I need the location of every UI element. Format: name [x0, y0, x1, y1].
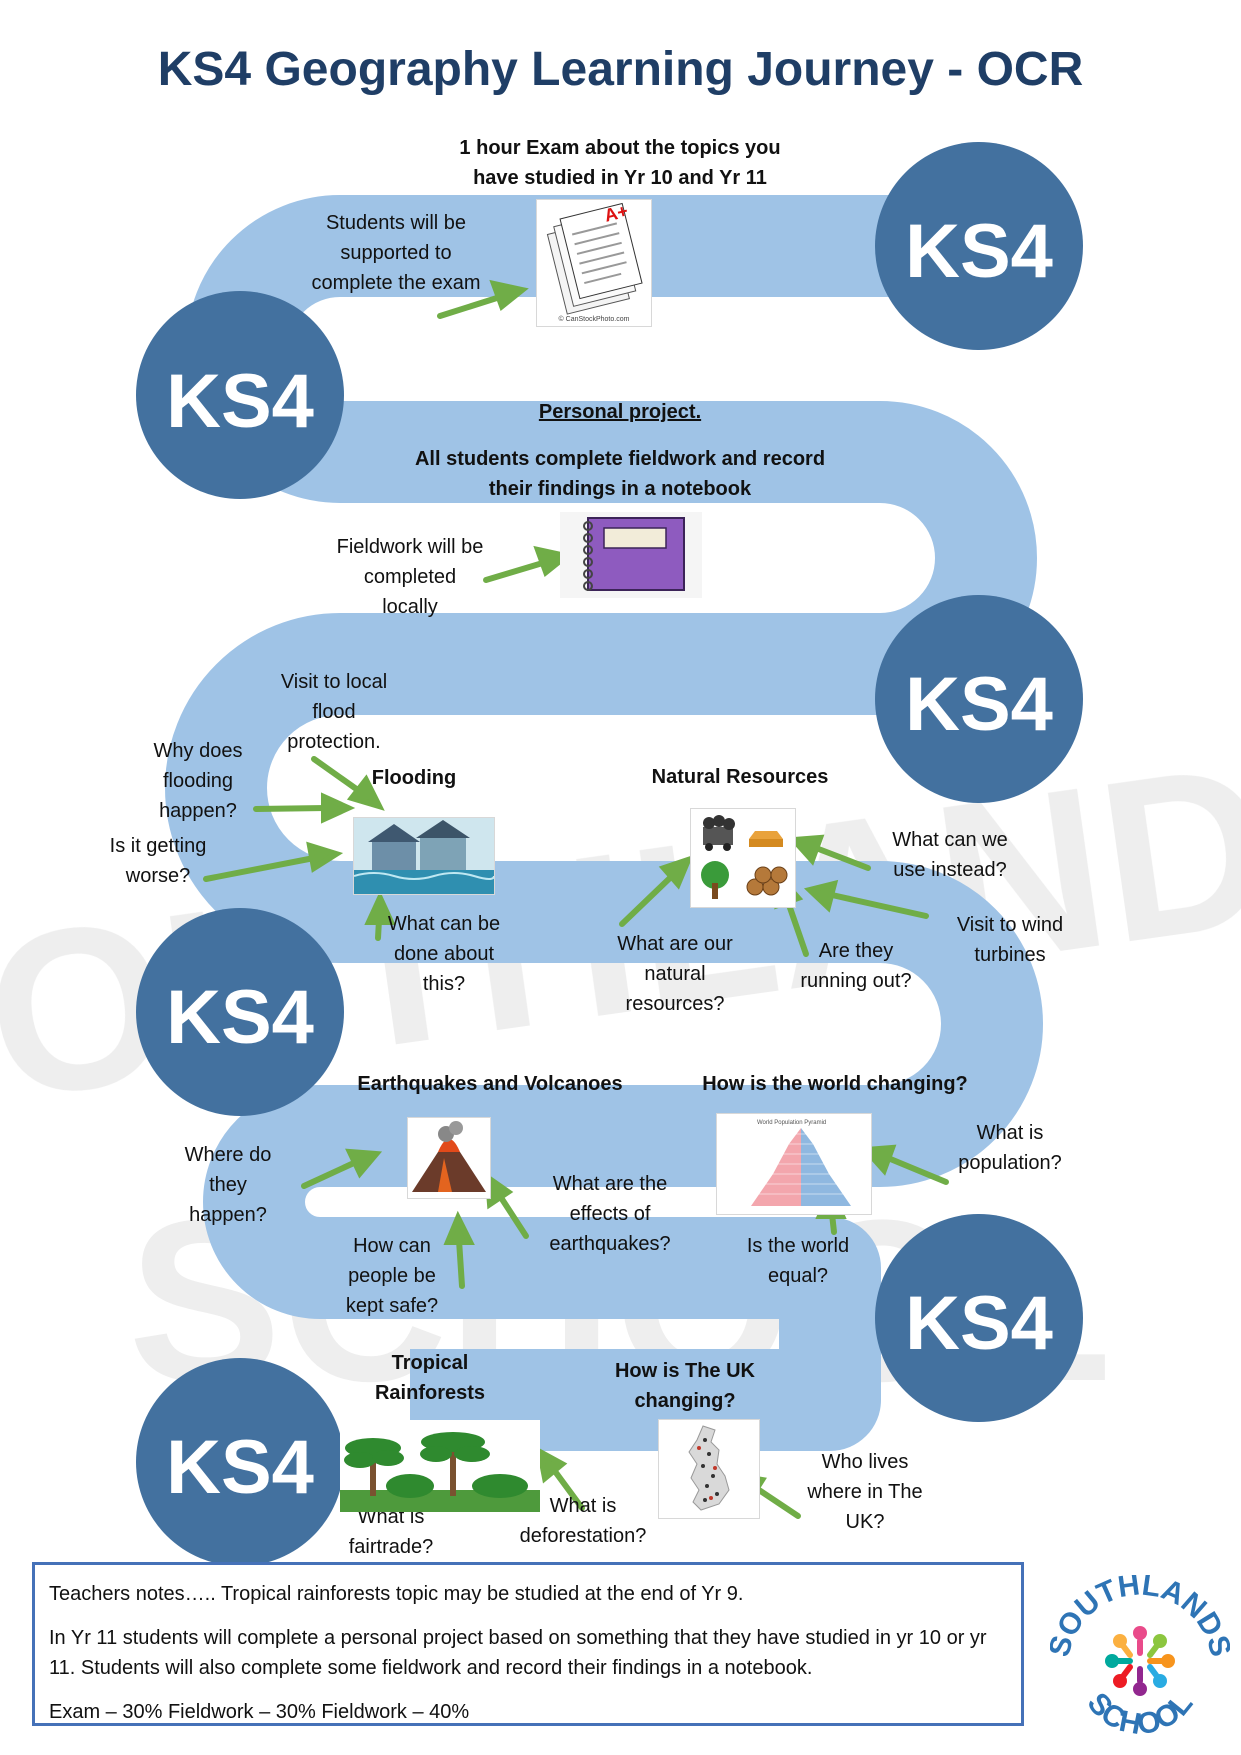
resources-q-wind: Visit to wind turbines [956, 914, 1064, 966]
project-subheading: All students complete fieldwork and reco… [414, 448, 826, 500]
resources-q-running: Are they running out? [800, 940, 912, 992]
arrow-where [301, 1148, 383, 1189]
flooding-heading: Flooding [371, 767, 457, 789]
ks4-label-2: KS4 [166, 359, 314, 444]
ks4-badges [136, 142, 1083, 1566]
arrow-wind [803, 879, 929, 919]
notebook-image [560, 512, 702, 598]
arrow-population [859, 1144, 949, 1185]
ks4-label-4: KS4 [166, 975, 314, 1060]
ks4-label-6: KS4 [166, 1425, 314, 1510]
world-heading: How is the world changing? [702, 1073, 968, 1095]
rainforest-q-deforestation: What is deforestation? [519, 1495, 647, 1547]
ks4-label-5: KS4 [905, 1281, 1053, 1366]
notes-line-1: Teachers notes….. Tropical rainforests t… [49, 1583, 744, 1605]
ks4-badge-5 [875, 1214, 1083, 1422]
resources-image [690, 808, 796, 908]
ks4-badge-2 [136, 291, 344, 499]
uk-heading: How is The UK changing? [614, 1360, 755, 1412]
arrow-safe [443, 1210, 475, 1289]
flooding-q-why: Why does flooding happen? [153, 740, 243, 822]
arrow-fieldwork [483, 545, 573, 583]
pyramid-title: World Population Pyramid [757, 1120, 826, 1126]
flooding-q-done: What can be done about this? [387, 913, 501, 995]
arrow-instead [787, 834, 871, 871]
resources-q-what: What are our natural resources? [617, 933, 733, 1015]
ks4-badge-6 [136, 1358, 344, 1566]
arrow-exam [437, 279, 529, 319]
exam-note: Students will be supported to complete t… [311, 212, 481, 294]
ks4-badge-3 [875, 595, 1083, 803]
school-logo: SOUTHLANDS SCHOOL [1043, 1568, 1238, 1745]
exam-heading: 1 hour Exam about the topics you have st… [459, 137, 781, 189]
ks4-badge-4 [136, 908, 344, 1116]
world-q-population: What is population? [958, 1122, 1062, 1174]
ks4-label-1: KS4 [905, 209, 1053, 294]
page-title: KS4 Geography Learning Journey - OCR [157, 43, 1084, 96]
arrow-visit [311, 756, 385, 811]
rainforest-image [340, 1420, 540, 1512]
project-heading: Personal project. [538, 401, 702, 423]
arrow-deforestation [535, 1446, 585, 1511]
arrow-what [619, 855, 694, 927]
uk-q-lives: Who lives where in The UK? [807, 1451, 923, 1533]
flooding-q-worse: Is it getting worse? [109, 835, 207, 887]
quakes-heading: Earthquakes and Volcanoes [357, 1073, 623, 1095]
world-q-equal: Is the world equal? [746, 1235, 850, 1287]
flood-image [353, 817, 495, 895]
resources-heading: Natural Resources [651, 766, 829, 788]
quakes-q-where: Where do they happen? [184, 1144, 272, 1226]
teachers-notes: Teachers notes….. Tropical rainforests t… [32, 1562, 1024, 1726]
arrow-worse [203, 841, 344, 882]
resources-q-instead: What can we use instead? [892, 829, 1008, 881]
fieldwork-note: Fieldwork will be completed locally [336, 536, 484, 618]
uk-map-image [658, 1419, 760, 1519]
quakes-q-effects: What are the effects of earthquakes? [549, 1173, 671, 1255]
flooding-q-visit: Visit to local flood protection. [280, 671, 388, 753]
notes-line-3: Exam – 30% Fieldwork – 30% Fieldwork – 4… [49, 1701, 470, 1723]
ks4-label-3: KS4 [905, 662, 1053, 747]
population-pyramid-image: World Population Pyramid [716, 1113, 872, 1215]
arrow-done [364, 890, 396, 941]
rainforest-heading: Tropical Rainforests [374, 1352, 486, 1404]
ks4-badge-1 [875, 142, 1083, 350]
arrow-why [253, 792, 356, 824]
exam-paper-image: A+ © CanStockPhoto.com [536, 199, 652, 327]
quakes-q-safe: How can people be kept safe? [345, 1235, 439, 1317]
logo-figures [1105, 1626, 1175, 1696]
volcano-image [407, 1117, 491, 1199]
notes-line-2: In Yr 11 students will complete a person… [49, 1627, 987, 1679]
image-credit: © CanStockPhoto.com [558, 316, 630, 323]
